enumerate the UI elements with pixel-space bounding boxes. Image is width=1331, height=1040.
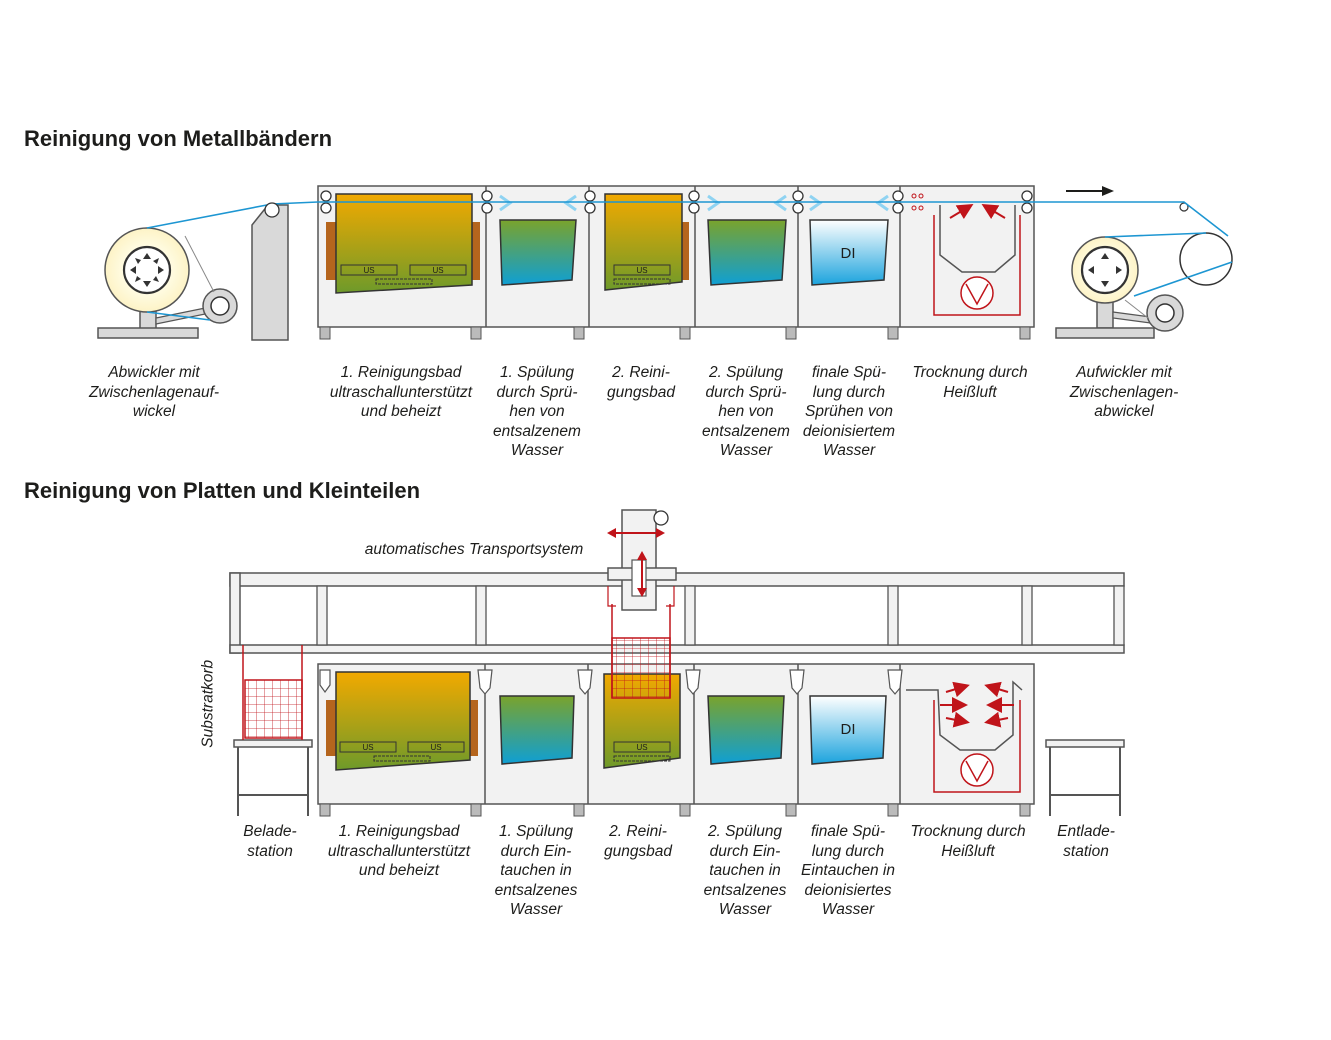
- label-rinse-1: 1. Spülung durch Ein- tauchen in entsalz…: [494, 823, 578, 918]
- substrate-basket-lifted: [607, 586, 675, 699]
- label-cleaning-bath-1: 1. Reinigungsbad ultraschallunterstützt …: [327, 823, 471, 879]
- strip-cleaning-bath-1: US US: [326, 193, 480, 294]
- strip-hot-air-dryer: [911, 193, 1021, 316]
- label-final-rinse: finale Spü- lung durch Eintauchen in dei…: [801, 823, 895, 918]
- label-rinse-2: 2. Spülung durch Sprü- hen von entsalzen…: [702, 364, 790, 459]
- us-label: US: [430, 743, 441, 752]
- strip-rinse-1: [499, 194, 577, 286]
- label-rinse-1: 1. Spülung durch Sprü- hen von entsalzen…: [493, 364, 581, 459]
- strip-cleaning-line: US US US DI: [97, 185, 1233, 341]
- label-final-rinse: finale Spü- lung durch Sprühen von deion…: [802, 364, 896, 459]
- di-label: DI: [841, 245, 856, 262]
- basket-cleaning-bath-1: US US: [326, 671, 478, 771]
- basket-di-rinse: DI: [809, 695, 887, 765]
- label-substrate-basket: Substratkorb: [199, 659, 217, 748]
- strip-di-rinse: DI: [809, 194, 889, 286]
- label-transport-system: automatisches Transportsystem: [364, 541, 584, 558]
- us-label: US: [636, 266, 647, 275]
- unloading-station: [1045, 739, 1125, 816]
- label-rinse-2: 2. Spülung durch Ein- tauchen in entsalz…: [703, 823, 787, 918]
- label-unwinder: Abwickler mit Zwischenlagenauf- wickel: [88, 364, 220, 420]
- transport-carriage: [607, 509, 677, 611]
- basket-rinse-2: [707, 695, 785, 765]
- section-title-metal-strips: Reinigung von Metallbändern: [24, 126, 333, 151]
- label-drying: Trocknung durch Heißluft: [910, 823, 1026, 860]
- label-cleaning-bath-2: 2. Reini- gungsbad: [606, 364, 676, 401]
- strip-rinse-2: [707, 194, 787, 286]
- loading-station: [233, 645, 313, 816]
- basket-cleaning-bath-2: US: [603, 586, 681, 769]
- di-label: DI: [841, 721, 856, 738]
- winder: [1055, 202, 1233, 339]
- label-loading-station: Belade- station: [243, 823, 297, 860]
- basket-hot-air-dryer: [906, 680, 1023, 793]
- us-label: US: [636, 743, 647, 752]
- label-unloading-station: Entlade- station: [1057, 823, 1115, 860]
- label-cleaning-bath-2: 2. Reini- gungsbad: [603, 823, 673, 860]
- direction-arrow: [1066, 186, 1114, 196]
- guide-stand: [251, 204, 289, 341]
- us-label: US: [432, 266, 443, 275]
- metal-strip: [146, 201, 1233, 321]
- us-label: US: [363, 266, 374, 275]
- unwinder: [97, 227, 238, 339]
- basket-rinse-1: [499, 695, 575, 765]
- label-drying: Trocknung durch Heißluft: [912, 364, 1028, 401]
- section-title-plates: Reinigung von Platten und Kleinteilen: [24, 478, 421, 503]
- strip-cleaning-bath-2: US: [604, 193, 689, 291]
- us-label: US: [362, 743, 373, 752]
- label-winder: Aufwickler mit Zwischenlagen- abwickel: [1069, 364, 1179, 420]
- basket-cleaning-line: US US US DI: [229, 509, 1125, 817]
- label-cleaning-bath-1: 1. Reinigungsbad ultraschallunterstützt …: [329, 364, 473, 420]
